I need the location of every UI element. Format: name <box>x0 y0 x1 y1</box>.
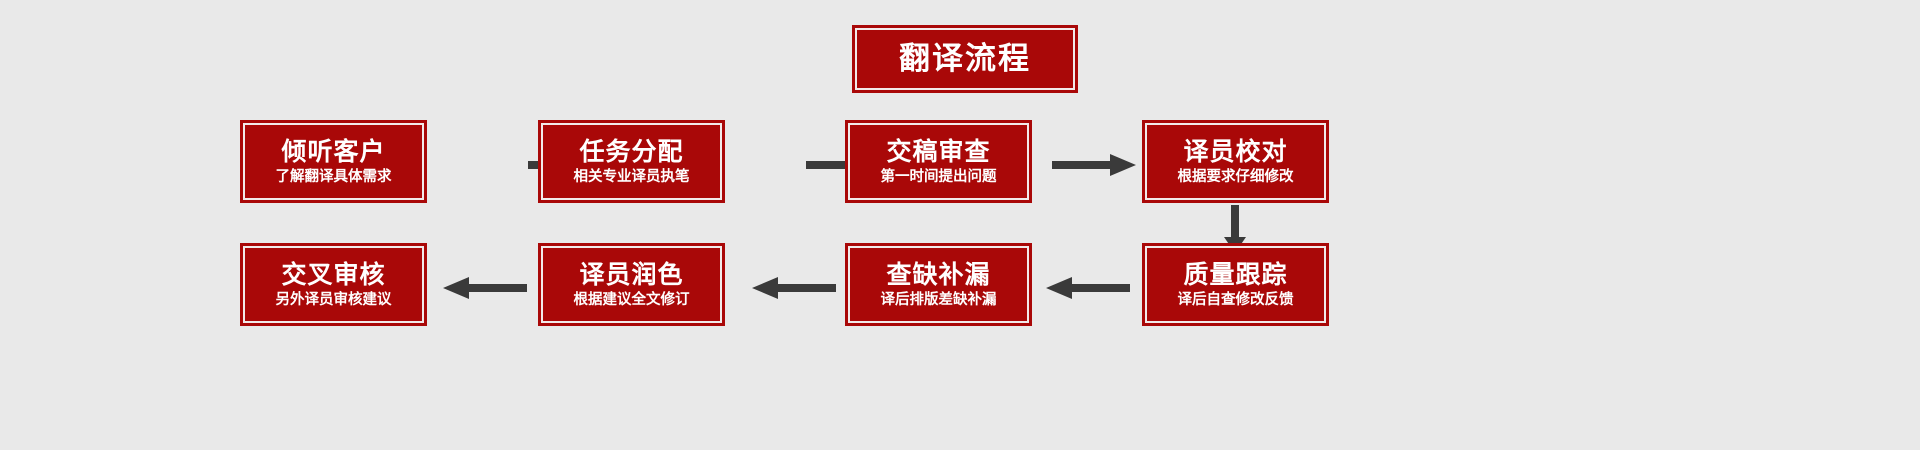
node-subtitle: 第一时间提出问题 <box>880 168 997 185</box>
node-subtitle: 根据建议全文修订 <box>573 291 690 308</box>
node-subtitle: 另外译员审核建议 <box>275 291 392 308</box>
node-gap-filling[interactable]: 查缺补漏 译后排版差缺补漏 <box>845 243 1032 326</box>
node-title: 质量跟踪 <box>1183 259 1288 289</box>
node-title: 译员校对 <box>1183 136 1288 166</box>
node-title: 任务分配 <box>579 136 684 166</box>
arrow-left-gap-to-polish <box>752 275 836 301</box>
node-quality-tracking[interactable]: 质量跟踪 译后自查修改反馈 <box>1142 243 1329 326</box>
node-title: 译员润色 <box>579 259 684 289</box>
node-subtitle: 相关专业译员执笔 <box>573 168 690 185</box>
node-title: 查缺补漏 <box>886 259 991 289</box>
node-title: 交叉审核 <box>281 259 386 289</box>
node-title: 倾听客户 <box>281 136 386 166</box>
node-translator-polishing[interactable]: 译员润色 根据建议全文修订 <box>538 243 725 326</box>
node-subtitle: 译后排版差缺补漏 <box>880 291 997 308</box>
node-draft-review[interactable]: 交稿审查 第一时间提出问题 <box>845 120 1032 203</box>
node-subtitle: 译后自查修改反馈 <box>1177 291 1294 308</box>
node-title: 交稿审查 <box>886 136 991 166</box>
node-subtitle: 了解翻译具体需求 <box>275 168 392 185</box>
arrow-left-quality-to-gap <box>1046 275 1130 301</box>
node-task-assignment[interactable]: 任务分配 相关专业译员执笔 <box>538 120 725 203</box>
node-subtitle: 根据要求仔细修改 <box>1177 168 1294 185</box>
flowchart-title-text: 翻译流程 <box>899 40 1031 77</box>
node-listen-client[interactable]: 倾听客户 了解翻译具体需求 <box>240 120 427 203</box>
arrow-down-proof-to-quality <box>1222 205 1248 253</box>
arrow-right-draft-to-proof <box>1052 152 1136 178</box>
arrow-left-polish-to-cross <box>443 275 527 301</box>
flowchart-title-box: 翻译流程 <box>852 25 1078 93</box>
node-cross-review[interactable]: 交叉审核 另外译员审核建议 <box>240 243 427 326</box>
node-translator-proofreading[interactable]: 译员校对 根据要求仔细修改 <box>1142 120 1329 203</box>
